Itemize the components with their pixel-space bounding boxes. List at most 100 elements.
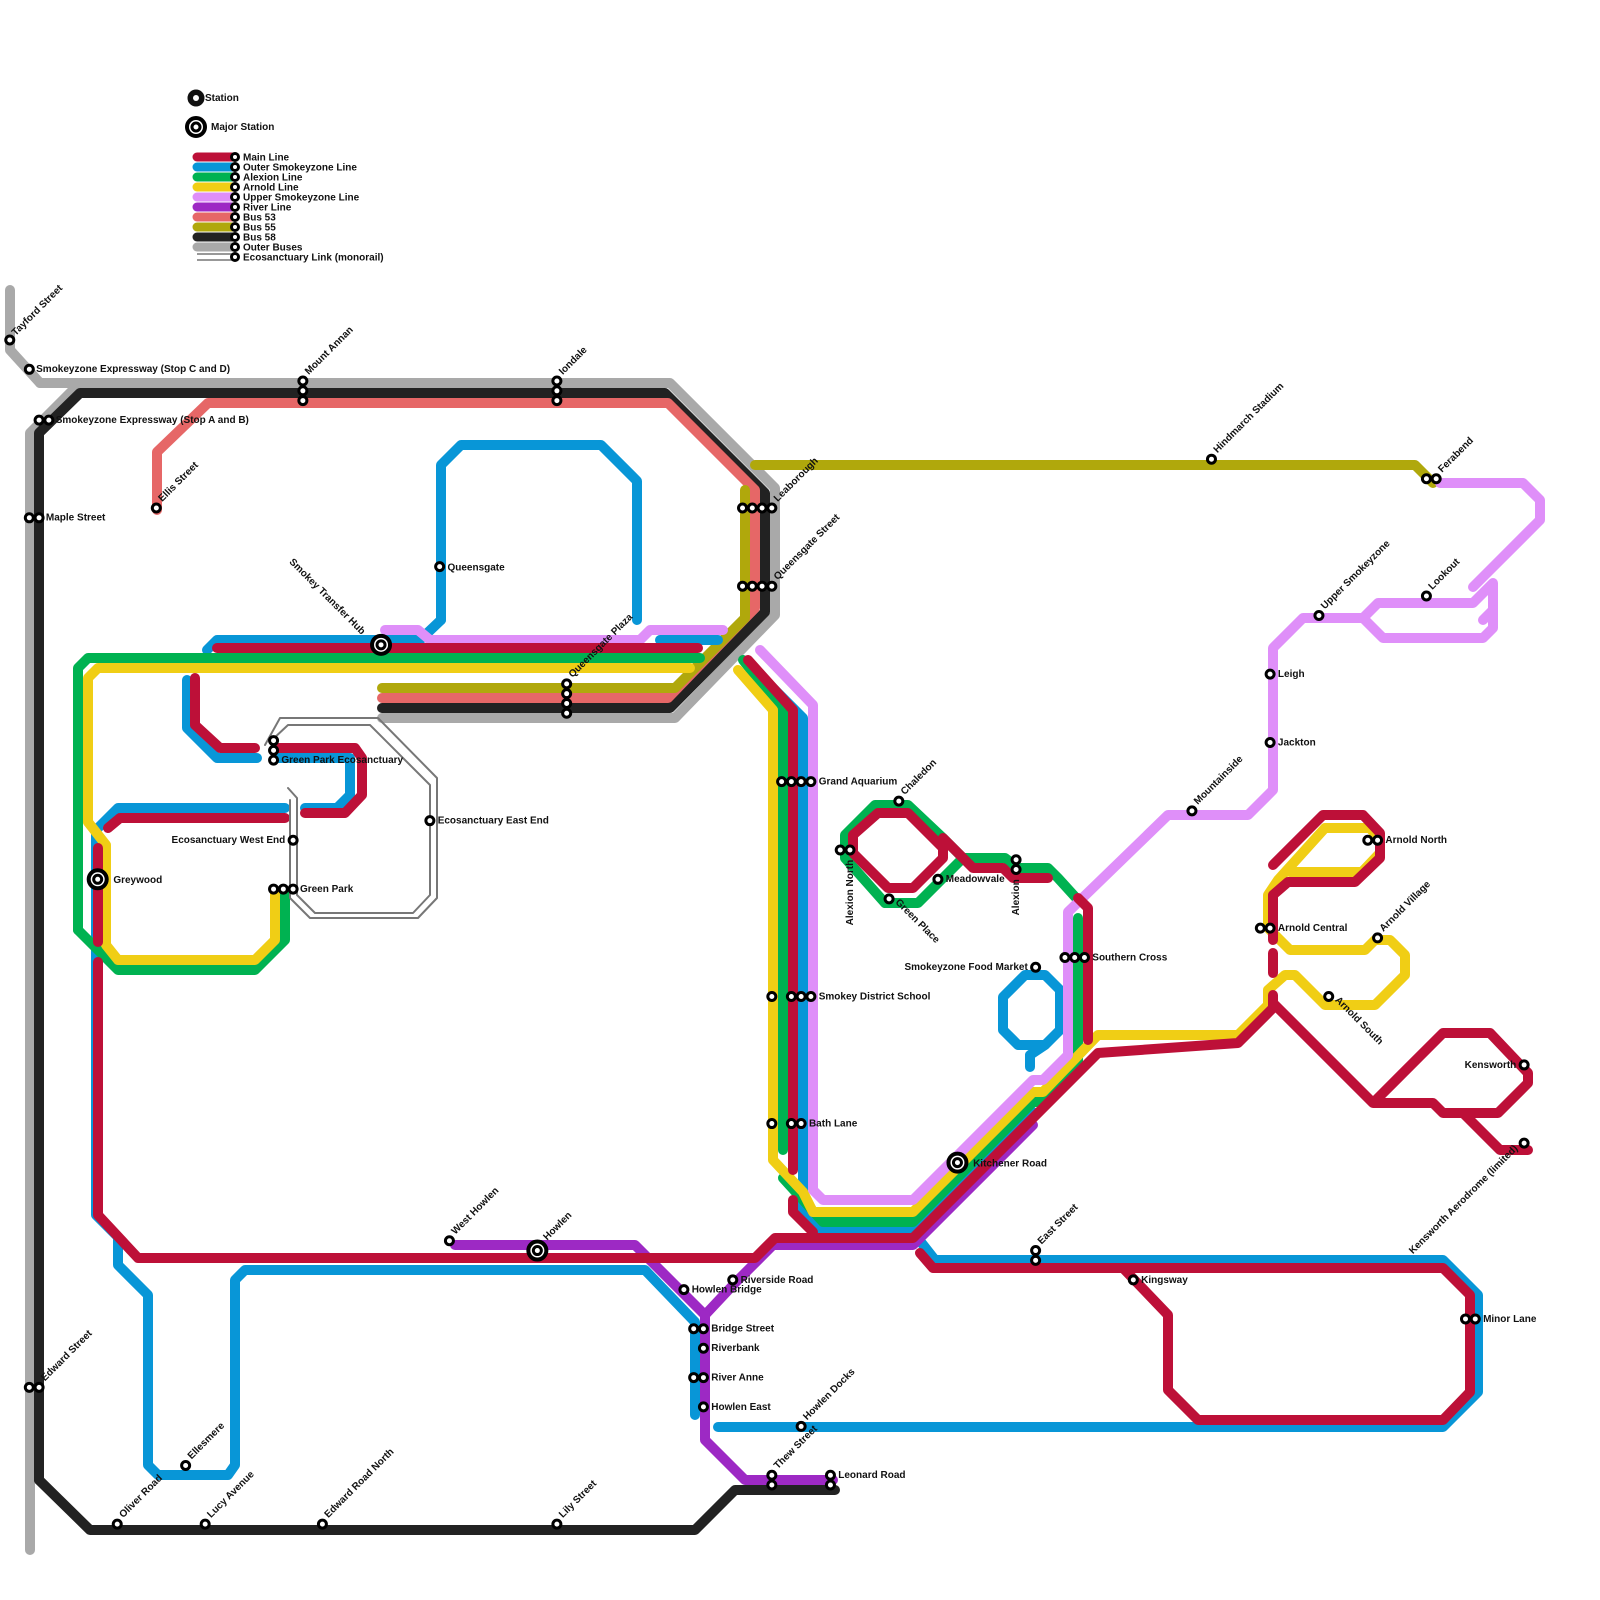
station-marker-green-park[interactable] bbox=[287, 883, 299, 895]
station-marker-southern-cross[interactable] bbox=[1078, 951, 1090, 963]
station-marker-edward-street[interactable] bbox=[23, 1381, 35, 1393]
station-marker-green-park-ecosanctuary[interactable] bbox=[268, 754, 280, 766]
station-marker-leonard-road[interactable] bbox=[824, 1479, 836, 1491]
station-marker-kensworth-aerodrome-limited[interactable] bbox=[1518, 1137, 1530, 1149]
station-marker-smokeyzone-food-market[interactable] bbox=[1030, 961, 1042, 973]
station-marker-bath-lane[interactable] bbox=[785, 1118, 797, 1130]
station-marker-smokey-district-school[interactable] bbox=[795, 991, 807, 1003]
station-marker-arnold-central[interactable] bbox=[1264, 922, 1276, 934]
station-marker-lily-street[interactable] bbox=[551, 1518, 563, 1530]
station-marker-west-howlen[interactable] bbox=[443, 1235, 455, 1247]
station-marker-river-anne[interactable] bbox=[688, 1372, 700, 1384]
station-marker-queensgate-plaza[interactable] bbox=[561, 688, 573, 700]
station-marker-queensgate-plaza[interactable] bbox=[561, 707, 573, 719]
station-marker-kensworth[interactable] bbox=[1518, 1059, 1530, 1071]
station-marker-leaborough[interactable] bbox=[756, 502, 768, 514]
station-marker-queensgate-plaza[interactable] bbox=[561, 678, 573, 690]
station-marker-green-park[interactable] bbox=[268, 883, 280, 895]
station-marker-queensgate-street[interactable] bbox=[756, 580, 768, 592]
station-marker-alexion-north[interactable] bbox=[834, 844, 846, 856]
station-marker-howlen-docks[interactable] bbox=[795, 1420, 807, 1432]
station-marker-smokey-district-school[interactable] bbox=[766, 991, 778, 1003]
station-marker-riverbank[interactable] bbox=[697, 1342, 709, 1354]
station-marker-queensgate-street[interactable] bbox=[737, 580, 749, 592]
station-marker-minor-lane[interactable] bbox=[1469, 1313, 1481, 1325]
station-marker-maple-street[interactable] bbox=[33, 512, 45, 524]
station-marker-mount-annan[interactable] bbox=[297, 395, 309, 407]
station-marker-riverside-road[interactable] bbox=[727, 1274, 739, 1286]
station-marker-queensgate[interactable] bbox=[434, 561, 446, 573]
station-marker-thew-street[interactable] bbox=[766, 1479, 778, 1491]
station-marker-edward-road-north[interactable] bbox=[316, 1518, 328, 1530]
station-marker-east-street[interactable] bbox=[1030, 1254, 1042, 1266]
station-marker-mountainside[interactable] bbox=[1186, 805, 1198, 817]
station-marker-bridge-street[interactable] bbox=[697, 1323, 709, 1335]
station-marker-kingsway[interactable] bbox=[1127, 1274, 1139, 1286]
station-marker-meadowvale[interactable] bbox=[932, 873, 944, 885]
station-marker-arnold-north[interactable] bbox=[1372, 834, 1384, 846]
station-marker-iondale[interactable] bbox=[551, 395, 563, 407]
station-marker-ferabend[interactable] bbox=[1430, 473, 1442, 485]
station-marker-arnold-central[interactable] bbox=[1254, 922, 1266, 934]
station-marker-bridge-street[interactable] bbox=[688, 1323, 700, 1335]
station-marker-iondale[interactable] bbox=[551, 375, 563, 387]
station-marker-tayford-street[interactable] bbox=[4, 334, 16, 346]
station-marker-smokey-district-school[interactable] bbox=[785, 991, 797, 1003]
station-marker-southern-cross[interactable] bbox=[1069, 951, 1081, 963]
station-marker-grand-aquarium[interactable] bbox=[795, 776, 807, 788]
station-marker-east-street[interactable] bbox=[1030, 1245, 1042, 1257]
station-marker-leaborough[interactable] bbox=[766, 502, 778, 514]
station-marker-howlen-east[interactable] bbox=[697, 1401, 709, 1413]
station-marker-ecosanctuary-east-end[interactable] bbox=[424, 815, 436, 827]
station-marker-bath-lane[interactable] bbox=[766, 1118, 778, 1130]
station-marker-green-park-ecosanctuary[interactable] bbox=[268, 735, 280, 747]
station-marker-edward-street[interactable] bbox=[33, 1381, 45, 1393]
station-marker-ellesmere[interactable] bbox=[180, 1460, 192, 1471]
station-marker-howlen-bridge[interactable] bbox=[678, 1284, 690, 1296]
station-marker-lucy-avenue[interactable] bbox=[199, 1518, 211, 1530]
station-marker-mount-annan[interactable] bbox=[297, 385, 309, 397]
station-marker-bath-lane[interactable] bbox=[795, 1118, 807, 1130]
station-label-southern-cross: Southern Cross bbox=[1092, 952, 1167, 963]
station-marker-queensgate-plaza[interactable] bbox=[561, 697, 573, 709]
station-marker-ecosanctuary-west-end[interactable] bbox=[287, 834, 299, 846]
station-marker-leaborough[interactable] bbox=[737, 502, 749, 514]
station-marker-jackton[interactable] bbox=[1264, 737, 1276, 749]
station-marker-leigh[interactable] bbox=[1264, 668, 1276, 680]
station-marker-smokeyzone-expressway-stop-a-and-b[interactable] bbox=[33, 414, 45, 426]
station-label-alexion-north: Alexion North bbox=[845, 860, 856, 926]
station-marker-iondale[interactable] bbox=[551, 385, 563, 397]
station-marker-hindmarch-stadium[interactable] bbox=[1205, 453, 1217, 465]
station-marker-queensgate-street[interactable] bbox=[766, 580, 778, 592]
station-marker-thew-street[interactable] bbox=[766, 1469, 778, 1481]
station-marker-minor-lane[interactable] bbox=[1460, 1313, 1471, 1325]
station-marker-smokey-district-school[interactable] bbox=[805, 991, 817, 1003]
station-marker-mount-annan[interactable] bbox=[297, 375, 309, 387]
station-marker-grand-aquarium[interactable] bbox=[785, 776, 797, 788]
station-marker-grand-aquarium[interactable] bbox=[805, 776, 817, 788]
station-marker-alexion[interactable] bbox=[1010, 854, 1022, 866]
station-marker-smokeyzone-expressway-stop-a-and-b[interactable] bbox=[43, 414, 55, 426]
station-marker-arnold-south[interactable] bbox=[1323, 991, 1335, 1003]
station-marker-green-park-ecosanctuary[interactable] bbox=[268, 744, 280, 756]
station-marker-leonard-road[interactable] bbox=[824, 1469, 836, 1481]
station-marker-lookout[interactable] bbox=[1420, 590, 1432, 602]
station-marker-arnold-village[interactable] bbox=[1372, 932, 1384, 944]
station-marker-southern-cross[interactable] bbox=[1059, 951, 1071, 963]
station-marker-green-place[interactable] bbox=[883, 893, 895, 905]
station-marker-river-anne[interactable] bbox=[697, 1372, 709, 1384]
station-marker-ferabend[interactable] bbox=[1420, 473, 1432, 485]
station-marker-grand-aquarium[interactable] bbox=[776, 776, 788, 788]
station-marker-queensgate-street[interactable] bbox=[746, 580, 758, 592]
station-marker-alexion-north[interactable] bbox=[844, 844, 856, 856]
station-marker-maple-street[interactable] bbox=[23, 512, 35, 524]
station-marker-green-park[interactable] bbox=[277, 883, 289, 895]
station-marker-chaledon[interactable] bbox=[893, 795, 905, 807]
station-marker-alexion[interactable] bbox=[1010, 864, 1022, 876]
station-marker-arnold-north[interactable] bbox=[1362, 834, 1374, 846]
station-marker-smokeyzone-expressway-stop-c-and-d[interactable] bbox=[23, 363, 35, 375]
station-marker-ellis-street[interactable] bbox=[150, 502, 162, 514]
station-marker-oliver-road[interactable] bbox=[111, 1518, 123, 1530]
station-marker-leaborough[interactable] bbox=[746, 502, 758, 514]
station-marker-upper-smokeyzone[interactable] bbox=[1313, 610, 1325, 622]
